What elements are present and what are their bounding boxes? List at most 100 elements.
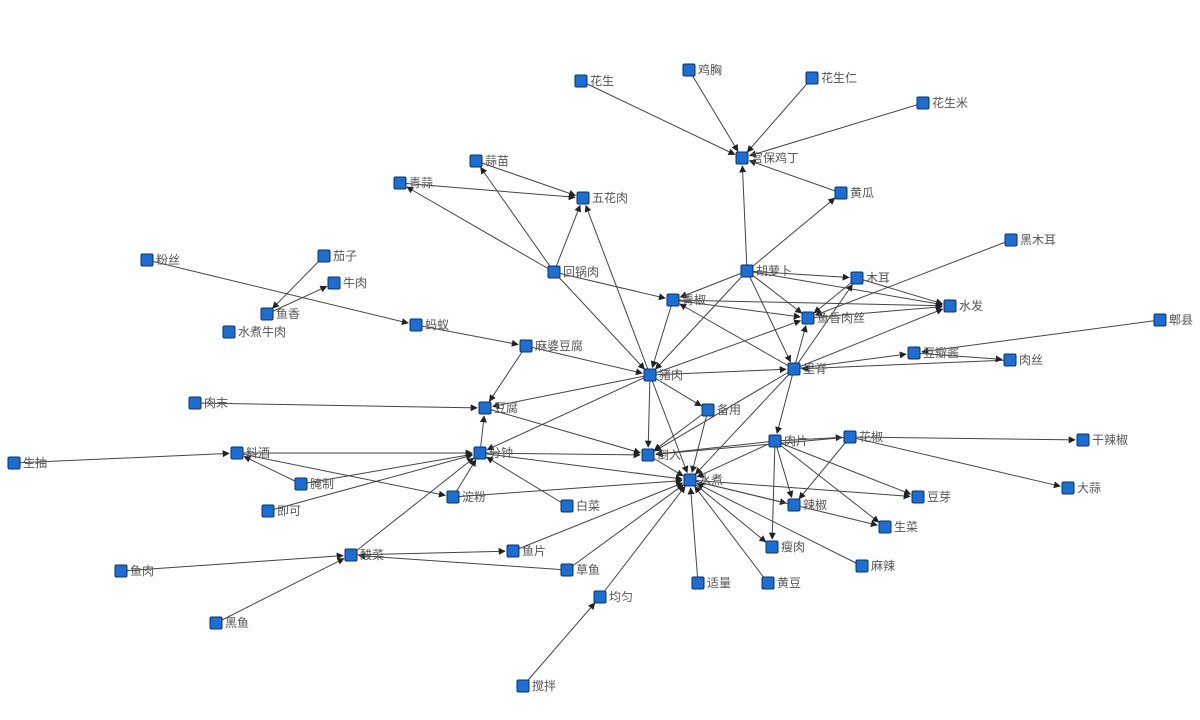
- node-square[interactable]: [1076, 433, 1090, 447]
- node-shuifa[interactable]: 水发: [943, 298, 983, 313]
- node-square[interactable]: [911, 490, 925, 504]
- node-square[interactable]: [7, 456, 21, 470]
- node-square[interactable]: [878, 520, 892, 534]
- node-square[interactable]: [787, 498, 801, 512]
- node-muer[interactable]: 木耳: [850, 271, 890, 285]
- node-yanzhi[interactable]: 腌制: [294, 477, 334, 491]
- node-shengcai[interactable]: 生菜: [878, 520, 918, 534]
- node-square[interactable]: [943, 299, 957, 313]
- node-square[interactable]: [1061, 481, 1075, 495]
- node-jike[interactable]: 即可: [261, 504, 301, 518]
- node-square[interactable]: [1153, 313, 1167, 327]
- node-huluobo[interactable]: 胡萝卜: [740, 264, 792, 278]
- node-shuizhu[interactable]: 水煮: [683, 473, 723, 487]
- node-huanggua[interactable]: 黄瓜: [834, 186, 874, 200]
- node-gongbaojiding[interactable]: 宫保鸡丁: [735, 150, 799, 165]
- node-niurou[interactable]: 牛肉: [327, 275, 367, 290]
- node-square[interactable]: [765, 540, 779, 554]
- node-square[interactable]: [916, 96, 930, 110]
- node-huangdou[interactable]: 黄豆: [761, 576, 801, 590]
- node-square[interactable]: [691, 576, 705, 590]
- node-jixiong[interactable]: 鸡胸: [682, 62, 722, 77]
- node-mapodoufu[interactable]: 麻婆豆腐: [519, 338, 583, 353]
- node-pixian[interactable]: 郫县: [1153, 312, 1193, 327]
- node-douya[interactable]: 豆芽: [911, 490, 951, 504]
- node-mala[interactable]: 麻辣: [855, 558, 895, 573]
- node-square[interactable]: [519, 339, 533, 353]
- node-square[interactable]: [740, 264, 754, 278]
- node-yupian[interactable]: 鱼片: [506, 544, 546, 558]
- node-shuizhuniurou[interactable]: 水煮牛肉: [222, 324, 286, 339]
- node-zhurou[interactable]: 猪肉: [643, 368, 683, 382]
- node-square[interactable]: [317, 249, 331, 263]
- node-suanmiao[interactable]: 蒜苗: [469, 154, 509, 168]
- node-square[interactable]: [222, 325, 236, 339]
- node-yurou[interactable]: 鱼肉: [114, 564, 154, 578]
- node-roupian[interactable]: 肉片: [768, 434, 808, 448]
- node-junyun[interactable]: 均匀: [593, 590, 633, 604]
- node-dianfen[interactable]: 淀粉: [446, 490, 486, 504]
- node-beiyong[interactable]: 备用: [701, 403, 741, 417]
- node-yuxiangrousi[interactable]: 鱼香肉丝: [801, 311, 865, 325]
- node-square[interactable]: [188, 396, 202, 410]
- node-square[interactable]: [506, 544, 520, 558]
- node-square[interactable]: [1003, 353, 1017, 367]
- node-wuhuarou[interactable]: 五花肉: [576, 190, 628, 205]
- node-fensi[interactable]: 粉丝: [140, 253, 180, 267]
- node-square[interactable]: [855, 559, 869, 573]
- node-square[interactable]: [547, 265, 561, 279]
- node-square[interactable]: [473, 446, 487, 460]
- node-jiaoban[interactable]: 搅拌: [516, 678, 556, 693]
- node-square[interactable]: [344, 548, 358, 562]
- node-mayi[interactable]: 蚂蚁: [409, 317, 449, 332]
- node-square[interactable]: [834, 186, 848, 200]
- node-square[interactable]: [230, 446, 244, 460]
- node-shiliang[interactable]: 适量: [691, 576, 731, 590]
- node-square[interactable]: [260, 307, 274, 321]
- node-square[interactable]: [209, 616, 223, 630]
- node-square[interactable]: [801, 311, 815, 325]
- node-square[interactable]: [805, 71, 819, 85]
- node-square[interactable]: [843, 430, 857, 444]
- node-roumo[interactable]: 肉末: [188, 396, 228, 410]
- node-square[interactable]: [593, 590, 607, 604]
- node-daoru[interactable]: 倒入: [641, 448, 681, 462]
- node-square[interactable]: [478, 401, 492, 415]
- node-square[interactable]: [683, 473, 697, 487]
- node-huashengren[interactable]: 花生仁: [805, 70, 857, 85]
- node-square[interactable]: [643, 368, 657, 382]
- node-square[interactable]: [261, 504, 275, 518]
- node-dasuan[interactable]: 大蒜: [1061, 481, 1101, 495]
- node-square[interactable]: [560, 499, 574, 513]
- node-square[interactable]: [140, 253, 154, 267]
- node-liji[interactable]: 里脊: [787, 362, 827, 376]
- node-baicai[interactable]: 白菜: [560, 498, 600, 513]
- node-qiezi[interactable]: 茄子: [317, 249, 357, 263]
- node-shengchou[interactable]: 生抽: [7, 456, 47, 470]
- node-square[interactable]: [1004, 233, 1018, 247]
- node-square[interactable]: [469, 154, 483, 168]
- node-rousi[interactable]: 肉丝: [1003, 353, 1043, 367]
- node-square[interactable]: [516, 679, 530, 693]
- node-square[interactable]: [787, 362, 801, 376]
- node-square[interactable]: [114, 564, 128, 578]
- node-square[interactable]: [294, 477, 308, 491]
- node-yuxiang[interactable]: 鱼香: [260, 307, 300, 321]
- node-qingjiao[interactable]: 青椒: [666, 293, 706, 307]
- node-square[interactable]: [576, 191, 590, 205]
- node-huashengmi[interactable]: 花生米: [916, 95, 968, 110]
- node-square[interactable]: [761, 576, 775, 590]
- node-ganlajiao[interactable]: 干辣椒: [1076, 433, 1128, 447]
- node-square[interactable]: [682, 63, 696, 77]
- node-square[interactable]: [446, 490, 460, 504]
- node-square[interactable]: [409, 318, 423, 332]
- node-huasheng[interactable]: 花生: [574, 73, 614, 88]
- node-square[interactable]: [560, 563, 574, 577]
- node-heiyu[interactable]: 黑鱼: [209, 616, 249, 630]
- node-square[interactable]: [701, 403, 715, 417]
- node-square[interactable]: [666, 293, 680, 307]
- node-square[interactable]: [574, 74, 588, 88]
- node-huiguorou[interactable]: 回锅肉: [547, 264, 599, 279]
- node-fenzhong[interactable]: 分钟: [473, 445, 513, 460]
- node-huajiao[interactable]: 花椒: [843, 429, 883, 444]
